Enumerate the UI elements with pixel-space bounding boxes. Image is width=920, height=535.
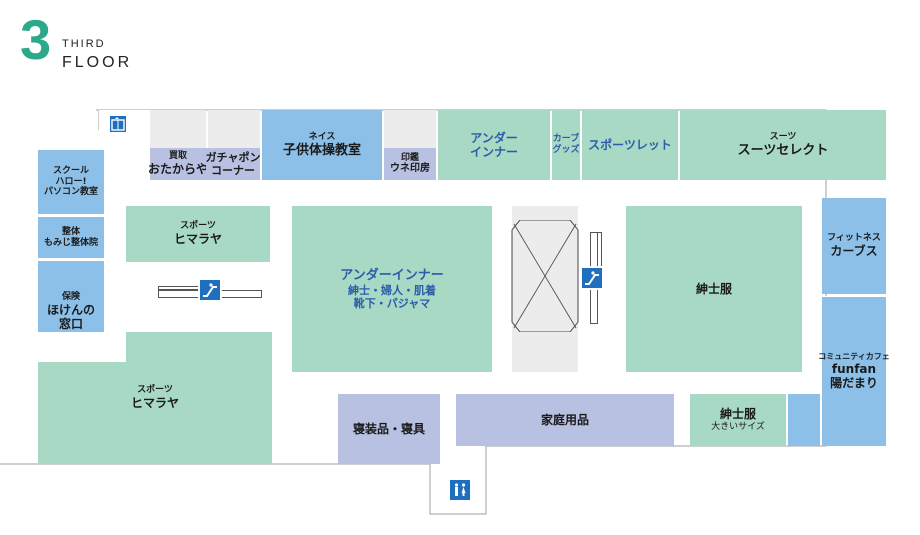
- shop-cafe-category: コミュニティカフェ: [818, 352, 890, 362]
- shop-carp-goods-line2: グッズ: [552, 145, 580, 155]
- shop-carp-goods-line1: カーブ: [552, 134, 580, 145]
- shop-under-center-line2: 紳士・婦人・肌着: [348, 283, 436, 297]
- shop-shinshi-big-sub: 大きいサイズ: [711, 421, 765, 432]
- shop-neis-category: ネイス: [308, 131, 336, 142]
- shop-carp-goods[interactable]: カーブ グッズ: [552, 110, 580, 180]
- floor-label-third: THIRD: [62, 38, 106, 50]
- escalator-icon[interactable]: [198, 278, 222, 302]
- shop-fitness[interactable]: フィットネス カーブス: [822, 198, 886, 294]
- shop-kaitori-category: 買取: [168, 151, 187, 162]
- floor-map: スクール ハロー! パソコン教室 整体 もみじ整体院 保険 ほけんの 窓口 買取…: [0, 109, 890, 515]
- shop-shinshi-big-name: 紳士服: [719, 407, 756, 422]
- shop-small-blue[interactable]: [788, 394, 820, 446]
- shop-shinshi-big[interactable]: 紳士服 大きいサイズ: [690, 394, 786, 446]
- escalator-void-outline: [511, 220, 579, 332]
- shop-school-name: ハロー!: [55, 176, 87, 187]
- shop-school[interactable]: スクール ハロー! パソコン教室: [38, 150, 104, 214]
- shop-fitness-category: フィットネス: [827, 233, 881, 244]
- shop-suits[interactable]: スーツ スーツセレクト: [680, 110, 886, 180]
- floor-logo: 3 THIRD FLOOR: [20, 12, 160, 78]
- shop-inkan-name: ウネ印房: [390, 163, 430, 175]
- shop-school-category: スクール: [52, 165, 89, 176]
- escalator-center-icon[interactable]: [580, 266, 604, 290]
- shop-seitai[interactable]: 整体 もみじ整体院: [38, 216, 104, 258]
- shop-suits-category: スーツ: [769, 131, 797, 142]
- floor-number: 3: [20, 8, 52, 71]
- shop-cafe-name-2: 陽だまり: [830, 376, 878, 391]
- shop-sports-let[interactable]: スポーツレット: [582, 110, 678, 180]
- shop-neis[interactable]: ネイス 子供体操教室: [262, 110, 382, 180]
- shop-bedding-name: 寝装品・寝具: [352, 421, 425, 436]
- shop-household-name: 家庭用品: [540, 412, 589, 427]
- shop-himalaya-top-name: ヒマラヤ: [173, 232, 222, 247]
- shop-cafe-name: funfan: [831, 361, 877, 376]
- shop-himalaya-bottom-name: ヒマラヤ: [130, 396, 179, 411]
- shop-school-name-2: パソコン教室: [43, 187, 98, 198]
- shop-under-top-line1: アンダー: [470, 130, 518, 145]
- corridor-block-2: [208, 110, 260, 148]
- shop-gacha-line1: ガチャポン: [205, 150, 261, 164]
- shop-himalaya-top-category: スポーツ: [180, 221, 216, 232]
- shop-hoken-category: 保険: [61, 291, 80, 302]
- shop-himalaya-bottom-category: スポーツ: [137, 385, 173, 396]
- shop-suits-name: スーツセレクト: [737, 142, 829, 158]
- corridor-block-1: [150, 110, 206, 148]
- corridor-notch: [38, 332, 126, 362]
- shop-neis-name: 子供体操教室: [282, 142, 361, 158]
- shop-gacha-line2: コーナー: [211, 164, 255, 177]
- shop-seitai-category: 整体: [61, 226, 80, 237]
- shop-himalaya-top[interactable]: スポーツ ヒマラヤ: [126, 206, 270, 262]
- shop-kaitori[interactable]: 買取 おたからや: [148, 148, 209, 180]
- shop-cafe[interactable]: コミュニティカフェ funfan 陽だまり: [818, 296, 890, 446]
- shop-sports-let-name: スポーツレット: [588, 137, 672, 152]
- restroom-icon[interactable]: [448, 478, 472, 502]
- shop-kaitori-name: おたからや: [148, 162, 209, 177]
- shop-seitai-name: もみじ整体院: [43, 237, 98, 248]
- shop-shinshi-name: 紳士服: [695, 281, 732, 296]
- escalator-void: [512, 206, 578, 372]
- floor-label-floor: FLOOR: [62, 54, 133, 71]
- shop-under-top-line2: インナー: [469, 145, 518, 159]
- shop-household[interactable]: 家庭用品: [456, 394, 674, 446]
- elevator-icon[interactable]: [108, 114, 128, 134]
- shop-fitness-name: カーブス: [830, 244, 878, 259]
- corridor-block-3: [384, 110, 436, 148]
- shop-under-center-name: アンダーインナー: [340, 268, 444, 284]
- shop-bedding[interactable]: 寝装品・寝具: [338, 394, 440, 464]
- shop-under-center[interactable]: アンダーインナー 紳士・婦人・肌着 靴下・パジャマ: [292, 206, 492, 372]
- shop-under-center-line3: 靴下・パジャマ: [353, 296, 431, 310]
- shop-inkan-category: 印鑑: [400, 152, 419, 163]
- shop-hoken-name-2: 窓口: [58, 316, 83, 331]
- shop-hoken-name: ほけんの: [46, 302, 95, 317]
- shop-under-top[interactable]: アンダー インナー: [438, 110, 550, 180]
- shop-inkan[interactable]: 印鑑 ウネ印房: [384, 148, 436, 180]
- shop-gacha[interactable]: ガチャポン コーナー: [206, 148, 260, 180]
- shop-shinshi[interactable]: 紳士服: [626, 206, 802, 372]
